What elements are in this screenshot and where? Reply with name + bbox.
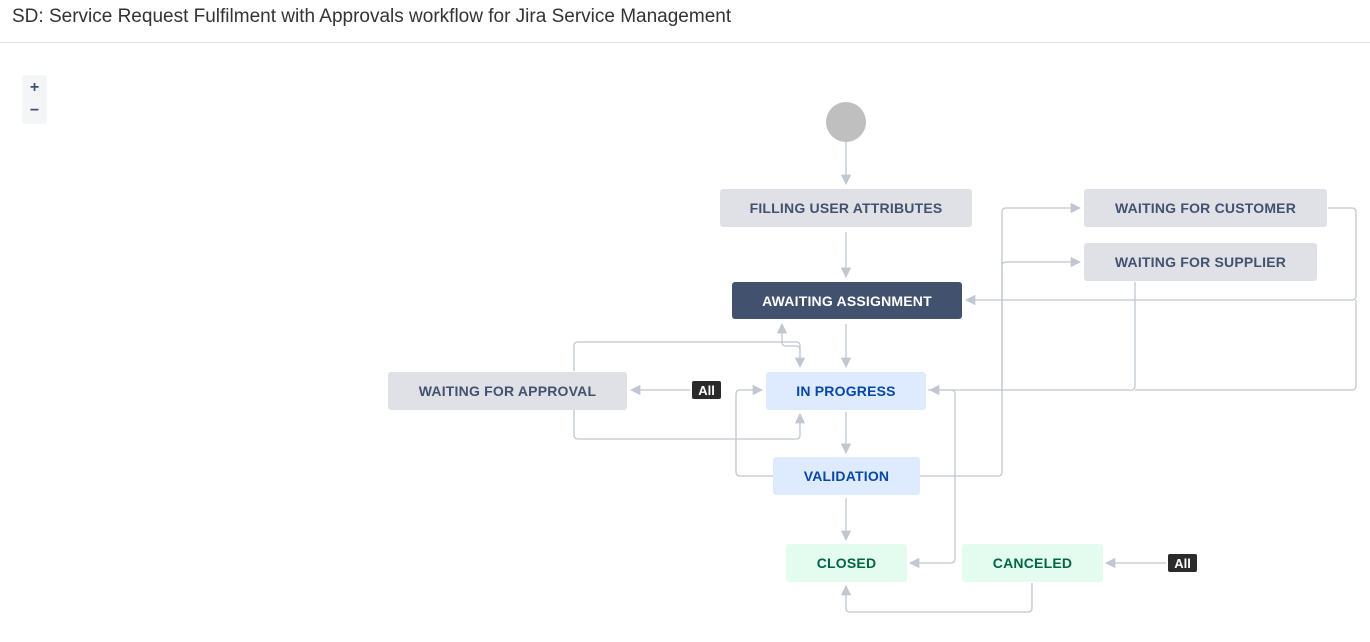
transition-inprogress-to-supplier [1001, 256, 1082, 390]
all-transition-badge[interactable]: All [1168, 554, 1197, 572]
zoom-controls: + − [22, 75, 47, 124]
status-waiting-for-customer[interactable]: WAITING FOR CUSTOMER [1084, 189, 1327, 227]
status-in-progress[interactable]: IN PROGRESS [766, 372, 926, 410]
transition-approval-to-inprogress [573, 341, 806, 371]
transition-validation-to-customer [920, 202, 1082, 477]
zoom-in-button[interactable]: + [29, 79, 40, 96]
status-waiting-for-approval[interactable]: WAITING FOR APPROVAL [388, 372, 627, 410]
transition-customer-to-awaiting [964, 207, 1357, 306]
transition-canceled-to-closed [840, 583, 1033, 613]
status-validation[interactable]: VALIDATION [773, 457, 920, 495]
transition-approval-bottom-to-inprogress [573, 410, 806, 440]
status-canceled[interactable]: CANCELED [962, 544, 1103, 582]
start-node [826, 102, 866, 142]
status-waiting-for-supplier[interactable]: WAITING FOR SUPPLIER [1084, 243, 1317, 281]
status-awaiting-assignment[interactable]: AWAITING ASSIGNMENT [732, 282, 962, 319]
status-filling-user-attributes[interactable]: FILLING USER ATTRIBUTES [720, 189, 972, 227]
page-header: SD: Service Request Fulfilment with Appr… [0, 0, 1370, 43]
zoom-out-button[interactable]: − [29, 102, 40, 119]
transition-customer-to-inprogress [1135, 300, 1357, 391]
transition-supplier-to-inprogress [928, 282, 1136, 396]
status-closed[interactable]: CLOSED [786, 544, 907, 582]
all-transition-badge[interactable]: All [692, 381, 721, 399]
page-title: SD: Service Request Fulfilment with Appr… [12, 6, 732, 27]
transition-validation-to-inprogress [735, 384, 773, 477]
transition-inprogress-to-awaiting [776, 322, 801, 367]
